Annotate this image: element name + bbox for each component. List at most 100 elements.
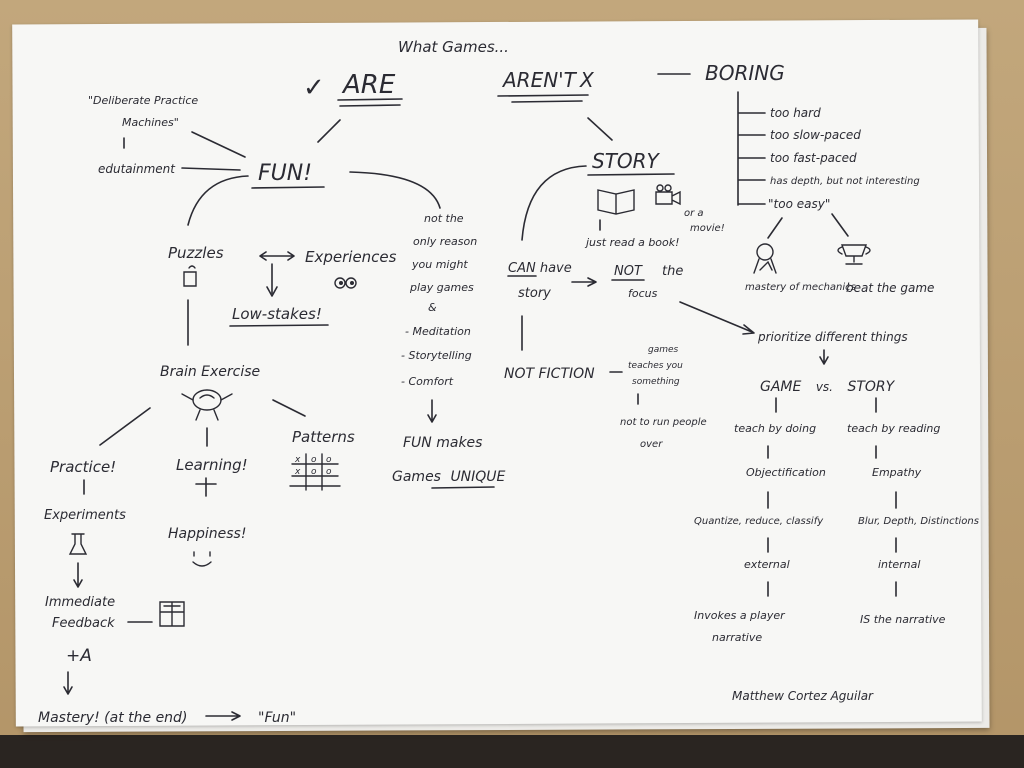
arent-cross: X: [579, 68, 595, 92]
game-vs-story: GAME vs. STORY: [760, 379, 896, 395]
not-only-line: &: [428, 301, 437, 314]
feedback-label: Feedback: [52, 616, 115, 631]
svg-text:x: x: [294, 467, 301, 477]
too-easy-branches: [767, 213, 849, 239]
patterns-label: Patterns: [292, 428, 355, 446]
svg-text:o: o: [311, 455, 317, 465]
games-teach-line: games: [648, 345, 679, 355]
can-have-line1: CAN have: [508, 261, 572, 276]
not-only-line: - Storytelling: [401, 349, 472, 362]
brain-patterns-line: [272, 399, 306, 417]
story-col-item: Blur, Depth, Distinctions: [858, 516, 979, 527]
games-teach-line: teaches you: [628, 361, 683, 371]
brain-practice-line: [99, 407, 151, 446]
not-the-focus-rest: the: [662, 264, 683, 279]
or-a-movie-line2: movie!: [690, 223, 725, 234]
beat-the-game: beat the game: [846, 281, 934, 295]
prioritize-arrow: [819, 349, 829, 365]
low-stakes: Low-stakes!: [232, 305, 322, 323]
mastery-of-mechanics: mastery of mechanics: [745, 282, 856, 293]
fun-quote: "Fun": [258, 710, 296, 726]
not-only-line: play games: [409, 281, 474, 294]
brain-exercise-label: Brain Exercise: [160, 364, 260, 380]
boring-item: too fast-paced: [770, 151, 857, 165]
games-teach-line: something: [632, 377, 680, 387]
mastery-end: Mastery! (at the end): [38, 710, 187, 726]
fun-makes-arrow: [427, 399, 437, 423]
svg-text:x: x: [294, 455, 301, 465]
not-fiction: NOT FICTION: [504, 366, 595, 382]
not-the-focus-line1: NOT the: [614, 264, 683, 279]
desk-edge: [0, 735, 1024, 768]
learning-tick: [195, 477, 217, 497]
boring-item: too slow-paced: [770, 128, 861, 142]
story-col-item: teach by reading: [847, 422, 940, 435]
fun-right-arc: [349, 171, 441, 209]
game-col-item: Objectification: [746, 466, 826, 479]
boring-label: BORING: [705, 61, 785, 85]
story-col-item: Empathy: [872, 466, 922, 479]
fun-label: FUN!: [258, 161, 312, 186]
fun-left-arc: [187, 175, 249, 226]
fun-underline: [251, 186, 325, 189]
arent-underline: [497, 94, 589, 103]
are-label: ARE: [341, 70, 396, 100]
practice-label: Practice!: [50, 458, 116, 476]
medal-icon: [753, 243, 777, 274]
boring-item: too hard: [770, 106, 821, 120]
game-col-item: Invokes a player: [694, 609, 786, 622]
are-fun-line: [317, 119, 341, 143]
not-only-line: - Comfort: [401, 375, 454, 388]
arent-label: AREN'T: [501, 68, 578, 92]
are-underline: [337, 98, 403, 107]
puzzle-piece-icon: [183, 265, 197, 287]
game-col-item: Quantize, reduce, classify: [694, 516, 824, 527]
deliberate-practice-line2: Machines": [122, 116, 179, 129]
book-icon: [597, 189, 635, 215]
low-stakes-underline: [229, 324, 329, 327]
focus-prioritize-arrow: [679, 301, 755, 335]
story-col-item: internal: [878, 558, 920, 571]
arent-story-line: [587, 117, 613, 141]
or-a-movie: or a movie!: [684, 208, 725, 234]
not-ruin-line2: over: [640, 439, 663, 450]
fun-makes-unique: UNIQUE: [450, 469, 505, 485]
can-not-arrow: [571, 277, 597, 287]
learning-label: Learning!: [176, 456, 248, 474]
are-check: ✓: [303, 73, 325, 103]
svg-text:o: o: [326, 455, 332, 465]
or-a-movie-line1: or a: [684, 208, 704, 219]
experiments-arrow: [73, 562, 83, 588]
game-heading: GAME: [760, 379, 802, 395]
chest-icon: [159, 601, 185, 627]
game-col-item: external: [744, 558, 790, 571]
fun-makes-line1: FUN makes: [403, 435, 482, 451]
boring-item: has depth, but not interesting: [770, 176, 920, 187]
puzzles-label: Puzzles: [168, 244, 224, 262]
game-col-item: teach by doing: [734, 422, 816, 435]
vs-text: vs.: [816, 380, 833, 394]
plus-a-arrow: [63, 671, 73, 695]
story-left-arc: [521, 165, 587, 241]
mastery-fun-arrow: [205, 711, 241, 721]
story-col-ticks: [875, 397, 897, 597]
not-the-focus-line2: focus: [628, 287, 658, 300]
low-stakes-arrow: [266, 263, 278, 297]
not-only-line: - Meditation: [405, 325, 471, 338]
not-only-line: not the: [424, 212, 464, 225]
deliberate-practice-line1: "Deliberate Practice: [88, 94, 198, 107]
movie-camera-icon: [655, 184, 681, 206]
svg-text:o: o: [311, 467, 317, 477]
game-col-item: narrative: [712, 631, 762, 644]
prioritize-label: prioritize different things: [757, 330, 908, 344]
story-heading: STORY: [847, 379, 895, 395]
experiments-label: Experiments: [44, 508, 126, 523]
not-the-focus-not: NOT: [614, 264, 643, 279]
happiness-label: Happiness!: [168, 526, 246, 542]
deliberate-fun-line: [191, 131, 246, 158]
trophy-icon: [837, 244, 871, 265]
brain-icon: [181, 389, 233, 421]
fun-makes-games: Games: [392, 469, 441, 485]
edutainment: edutainment: [98, 162, 176, 176]
